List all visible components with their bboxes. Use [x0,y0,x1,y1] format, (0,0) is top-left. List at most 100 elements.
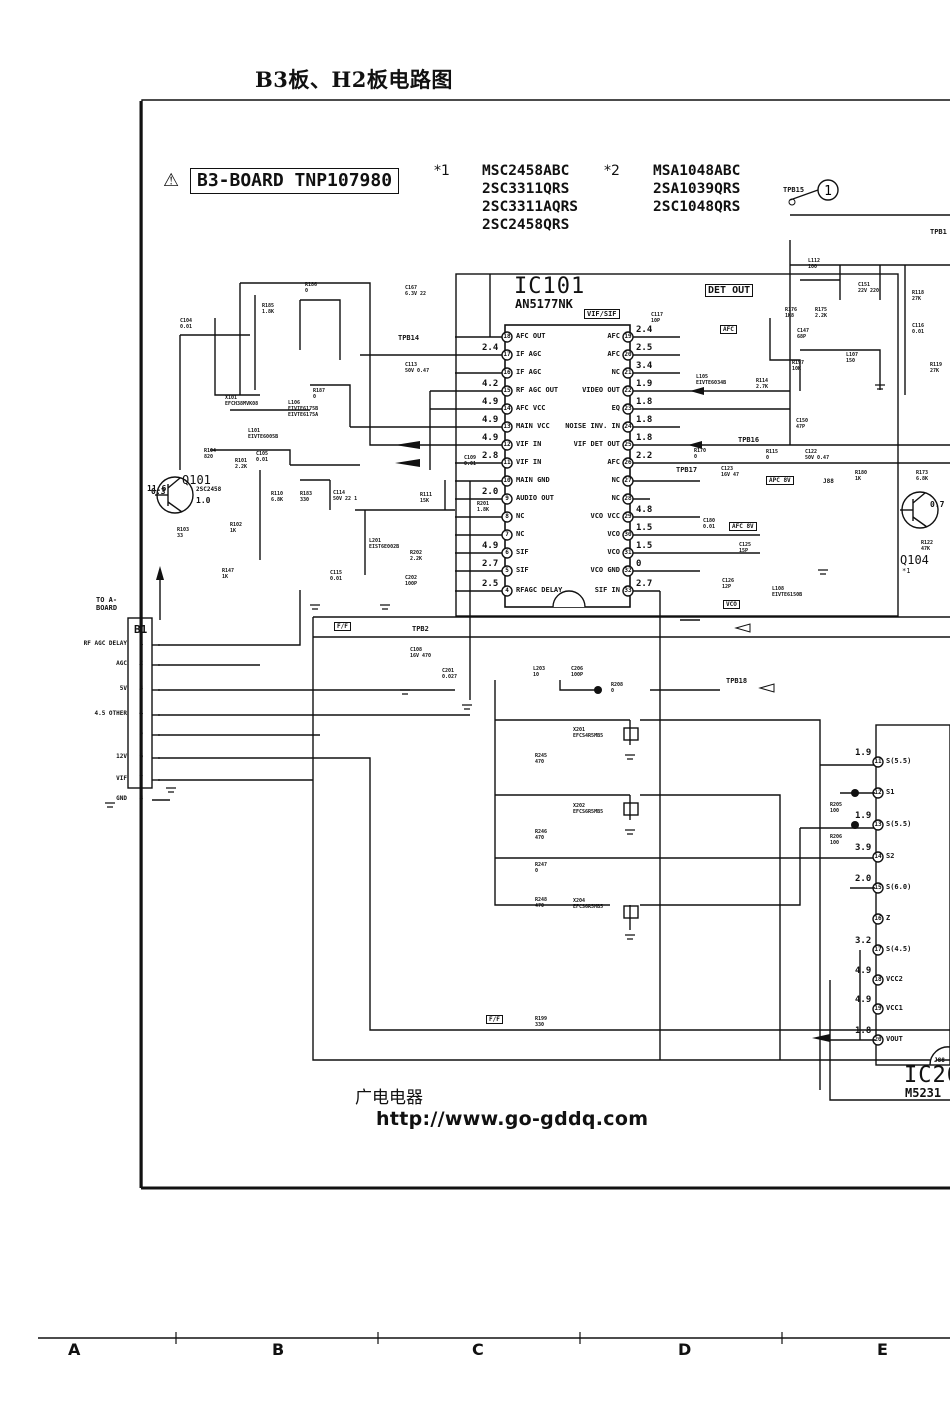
component-tag: VCO [723,600,740,609]
resistor-value: 2.7K [756,384,769,390]
resistor-value: 2.2K [815,313,828,319]
coil-value: EIST6E002B [369,544,400,550]
ic101-pin-label: NOISE INV. IN [565,422,620,430]
coil-ref: L107 [846,352,859,358]
resistor-ref: R180 [855,470,868,476]
capacitor-value: 0.01 [180,324,193,330]
capacitor-value: 100P [405,581,418,587]
ic201-pin-voltage: 1.9 [855,748,872,758]
test-point-label: TPB16 [738,436,760,444]
resistor-ref: R208 [611,682,624,688]
page-title: B3板、H2板电路图 [255,67,453,92]
capacitor-value: 0.027 [442,674,458,680]
component-tag: DET OUT [705,284,754,297]
ic201-pin-number: 20 [874,1036,882,1043]
ic101-pin-number: 24 [624,423,632,430]
resistor-value: 470 [535,903,545,909]
ic101-pin-label: SIF [516,548,529,556]
ic101-pin-voltage: 1.5 [636,523,653,533]
grid-label: B [272,1340,285,1359]
resistor-ref: R170 [694,448,707,454]
ic101-tag: VIF/SIF [584,309,620,319]
ic101-pin-number: 15 [503,387,511,394]
resistor-ref: R199 [535,1016,548,1022]
ic101-pin-label: NC [611,494,620,502]
test-point-label: TPB18 [726,677,748,685]
resistor-ref: R248 [535,897,548,903]
resistor-value: 1K [230,528,237,534]
coil-value: EIVTE6034B [696,380,727,386]
ic101-pin-number: 27 [624,477,632,484]
resistor-ref: R118 [912,290,925,296]
filter-value: EFCS6R5MB5 [573,809,604,815]
variant-item: 2SC1048QRS [653,199,741,215]
filter-value: EFCH38MVK08 [225,401,259,407]
ic201-pin-voltage: 1.8 [855,1026,872,1036]
ic101-pin-number: 13 [503,423,511,430]
b1-pin-label: RF AGC DELAY [83,640,127,647]
ic101-right-pin-dots [622,331,634,597]
component-tag: AFC [720,325,737,334]
resistor-value: 1.8K [477,507,490,513]
capacitor-value: 100P [571,672,584,678]
ic101-pin-number: 10 [503,477,511,484]
resistor-value: 2.2K [410,556,423,562]
resistor-ref: R147 [222,568,235,574]
ic101-pin-number: 4 [505,587,509,594]
variant-list-1: MSC2458ABC 2SC3311QRS 2SC3311AQRS 2SC245… [482,162,578,234]
ic201-pin-number: 16 [874,915,882,922]
connector-b1 [127,617,153,789]
capacitor-ref: C151 [858,282,871,288]
capacitor-ref: C114 [333,490,346,496]
coil-value: EIVTE6150B [772,592,803,598]
ic101-pin-number: 5 [505,567,509,574]
resistor-ref: R201 [477,501,490,507]
capacitor-value: 15P [739,548,749,554]
connector-b1-destination: TO A-BOARD [96,596,118,612]
ic101-pin-label: MAIN GND [516,476,550,484]
capacitor-ref: C150 [796,418,809,424]
watermark-url: http://www.go-gddq.com [376,1108,649,1130]
ic101-pin-voltage: 1.8 [636,397,653,407]
ic201-pin-label: VOUT [886,1035,903,1043]
resistor-value: 10K [792,366,802,372]
variant-mark-1: *1 [434,163,450,179]
ic101-pin-number: 12 [503,441,511,448]
coil-ref: L108 [772,586,785,592]
variant-item: 2SA1039QRS [653,181,741,197]
ic101-pin-voltage: 2.0 [482,487,499,497]
component-tag: F/F [334,622,351,631]
q101-part: 2SC2458 [196,486,222,493]
test-point-label: TPB15 [783,186,805,194]
coil-value: 100 [808,264,818,270]
ic201-pin-label: S(5.5) [886,820,912,828]
resistor-ref: R114 [756,378,769,384]
ic101-pin-voltage: 4.8 [636,505,653,515]
ic201-pin-voltage: 4.9 [855,966,872,976]
resistor-ref: R245 [535,753,548,759]
coil-ref: L112 [808,258,821,264]
b1-pin-number: 6 [139,752,144,760]
b1-pin-leads [152,644,170,801]
resistor-ref: R205 [830,802,843,808]
ic101-pin-label: VCO VCC [590,512,620,520]
capacitor-ref: C105 [256,451,269,457]
capacitor-ref: C109 [464,455,477,461]
q101-name: Q101 [182,473,211,487]
ic101-pin-voltage: 2.4 [636,325,653,335]
coil-ref: L106 [288,400,301,406]
capacitor-value: 0.01 [912,329,925,335]
resistor-ref: R206 [830,834,843,840]
capacitor-value: 0.01 [464,461,477,467]
ic101-pin-label: VIF IN [516,440,542,448]
q101-voltage: 0.3 [151,487,166,496]
ic201-pin-label: S(4.5) [886,945,912,953]
ic101-pin-label: VIF DET OUT [573,440,620,448]
resistor-value: 0 [694,454,698,460]
capacitor-value: 0.01 [256,457,269,463]
ic101-left-pin-dots [501,331,513,597]
resistor-value: 0 [305,288,309,294]
resistor-ref: R119 [930,362,943,368]
capacitor-ref: C167 [405,285,418,291]
resistor-value: 0 [313,394,317,400]
